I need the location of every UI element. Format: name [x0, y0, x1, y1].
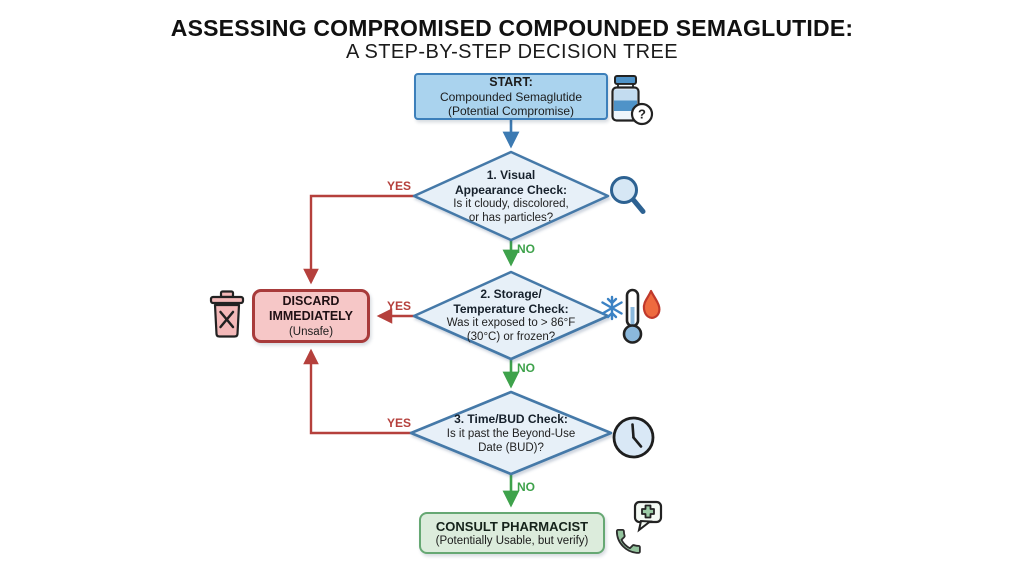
no-label-check3: NO — [517, 480, 535, 494]
flame-icon — [642, 289, 661, 319]
pharmacy-bubble-icon — [633, 500, 663, 533]
vial-question-icon: ? — [611, 75, 654, 126]
magnifier-icon — [610, 176, 646, 214]
consult-node: CONSULT PHARMACIST (Potentially Usable, … — [419, 512, 605, 554]
phone-pharmacist-icon — [615, 500, 663, 554]
discard-node: DISCARD IMMEDIATELY (Unsafe) — [252, 289, 370, 343]
diamond-time-check — [409, 390, 613, 476]
page-title: ASSESSING COMPROMISED COMPOUNDED SEMAGLU… — [170, 15, 854, 41]
yes-label-check1: YES — [386, 179, 411, 193]
no-label-check1: NO — [517, 242, 535, 256]
discard-heading: DISCARD IMMEDIATELY — [268, 293, 354, 323]
diamond-visual-check — [412, 150, 610, 242]
yes-label-check3: YES — [386, 416, 411, 430]
arrow-yes-check1-to-discard — [303, 194, 414, 285]
consult-heading: CONSULT PHARMACIST — [435, 518, 589, 534]
snowflake-thermometer-flame-icon — [601, 288, 661, 344]
arrow-yes-check3-to-discard — [303, 348, 411, 435]
yes-label-check2: YES — [386, 299, 411, 313]
start-node: START: Compounded Semaglutide (Potential… — [414, 73, 608, 120]
question-mark-glyph: ? — [638, 107, 646, 122]
consult-body: (Potentially Usable, but verify) — [435, 534, 589, 547]
trash-x-icon — [209, 290, 245, 338]
start-node-heading: START: — [489, 74, 533, 89]
discard-body: (Unsafe) — [288, 325, 334, 338]
page-subtitle: A STEP-BY-STEP DECISION TREE — [345, 41, 679, 63]
thermometer-icon — [622, 288, 643, 344]
snowflake-icon — [601, 295, 623, 321]
phone-handset-icon — [615, 528, 641, 554]
diamond-storage-check — [412, 270, 610, 361]
start-node-body: Compounded Semaglutide (Potential Compro… — [439, 89, 583, 119]
no-label-check2: NO — [517, 361, 535, 375]
clock-icon — [612, 416, 655, 459]
